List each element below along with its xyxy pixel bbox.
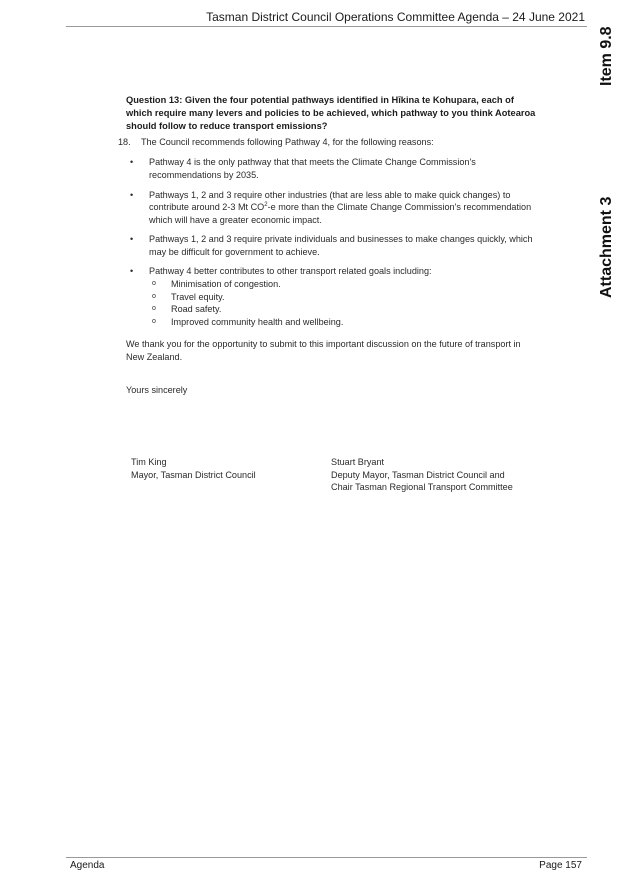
thanks-paragraph: We thank you for the opportunity to subm… [126,339,521,363]
goals-sublist: o Minimisation of congestion. o Travel e… [149,278,536,328]
document-body: Question 13: Given the four potential pa… [118,94,536,396]
signature-block: Tim King Mayor, Tasman District Council … [131,456,531,494]
signatory-name: Stuart Bryant [331,457,385,467]
attachment-label: Attachment 3 [598,196,615,298]
sub-list-item: o Improved community health and wellbein… [149,316,536,329]
signatory-title: Chair Tasman Regional Transport Committe… [331,482,513,493]
numbered-paragraph: 18. The Council recommends following Pat… [118,136,536,149]
page-header-title: Tasman District Council Operations Commi… [206,10,585,24]
sub-list-item-text: Road safety. [171,304,222,315]
circle-bullet-icon: o [152,305,156,313]
list-item-text: Pathway 4 is the only pathway that that … [149,157,476,180]
bullet-icon: • [130,189,134,200]
paragraph-text: The Council recommends following Pathway… [141,136,434,147]
footer-divider [66,857,587,858]
sub-list-item-text: Travel equity. [171,291,225,302]
circle-bullet-icon: o [152,317,156,325]
bullet-icon: • [130,266,134,277]
circle-bullet-icon: o [152,292,156,300]
closing-salutation: Yours sincerely [126,384,188,395]
bullet-icon: • [130,157,134,168]
list-item: • Pathway 4 is the only pathway that tha… [126,156,536,181]
bullet-icon: • [130,234,134,245]
sub-list-item-text: Minimisation of congestion. [171,279,281,290]
page-number: Page 157 [539,860,582,871]
list-item: • Pathways 1, 2 and 3 require private in… [126,233,536,258]
reasons-list: • Pathway 4 is the only pathway that tha… [126,156,536,328]
list-item-text: Pathways 1, 2 and 3 require other indust… [149,189,511,213]
signature-right: Stuart Bryant Deputy Mayor, Tasman Distr… [331,456,531,494]
item-number-label: Item 9.8 [598,26,615,86]
footer-label: Agenda [70,860,105,871]
signatory-name: Tim King [131,457,167,467]
signature-left: Tim King Mayor, Tasman District Council [131,456,331,494]
paragraph-number: 18. [118,136,131,147]
list-item: • Pathway 4 better contributes to other … [126,265,536,328]
sub-list-item: o Minimisation of congestion. [149,278,536,291]
header-divider [66,26,587,27]
superscript: 2 [264,202,268,209]
list-item-text: Pathway 4 better contributes to other tr… [149,266,432,277]
circle-bullet-icon: o [152,280,156,288]
signatory-title: Deputy Mayor, Tasman District Council an… [331,469,505,480]
sub-list-item: o Travel equity. [149,291,536,304]
list-item-text: -e more than the Climate Change Commissi… [149,202,532,225]
list-item: • Pathways 1, 2 and 3 require other indu… [126,189,536,227]
sub-list-item-text: Improved community health and wellbeing. [171,316,344,327]
sub-list-item: o Road safety. [149,303,536,316]
list-item-text: Pathways 1, 2 and 3 require private indi… [149,234,533,257]
signatory-title: Mayor, Tasman District Council [131,469,256,480]
question-heading: Question 13: Given the four potential pa… [126,95,536,131]
